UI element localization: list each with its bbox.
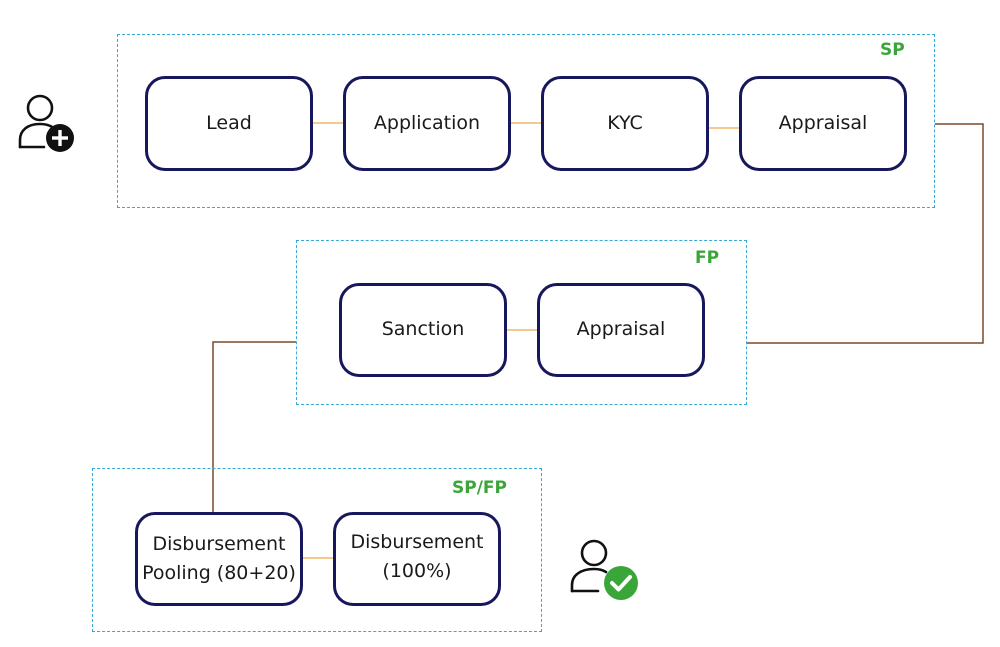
link-fp-to-spfp <box>212 341 296 512</box>
node-kyc[interactable]: KYC <box>541 76 709 171</box>
node-application[interactable]: Application <box>343 76 511 171</box>
node-disbursement-full[interactable]: Disbursement (100%) <box>333 512 501 606</box>
node-appraisal-sp-label: Appraisal <box>778 111 868 134</box>
node-lead[interactable]: Lead <box>145 76 313 171</box>
node-disbursement-pooling-line1: Disbursement <box>152 532 286 555</box>
node-sanction[interactable]: Sanction <box>339 283 507 377</box>
node-disbursement-full-line1: Disbursement <box>350 530 484 553</box>
group-spfp-label: SP/FP <box>452 478 507 498</box>
outer-links <box>212 123 984 512</box>
node-appraisal-sp[interactable]: Appraisal <box>739 76 907 171</box>
node-appraisal-fp[interactable]: Appraisal <box>537 283 705 377</box>
node-disbursement-pooling[interactable]: Disbursement Pooling (80+20) <box>135 512 303 606</box>
node-sanction-label: Sanction <box>381 318 465 341</box>
user-check-icon <box>570 539 638 600</box>
user-add-icon <box>18 94 74 152</box>
group-fp-label: FP <box>695 248 720 268</box>
group-sp-label: SP <box>880 40 905 60</box>
node-kyc-label: KYC <box>607 111 643 134</box>
group-spfp <box>92 468 542 632</box>
group-fp <box>296 240 747 405</box>
node-appraisal-fp-label: Appraisal <box>576 318 666 341</box>
node-disbursement-pooling-line2: Pooling (80+20) <box>142 562 296 584</box>
group-sp <box>117 34 935 208</box>
node-lead-label: Lead <box>206 111 252 134</box>
node-disbursement-full-line2: (100%) <box>382 560 452 582</box>
inner-links <box>303 122 739 559</box>
link-sp-to-fp <box>747 123 984 344</box>
node-application-label: Application <box>373 111 481 134</box>
